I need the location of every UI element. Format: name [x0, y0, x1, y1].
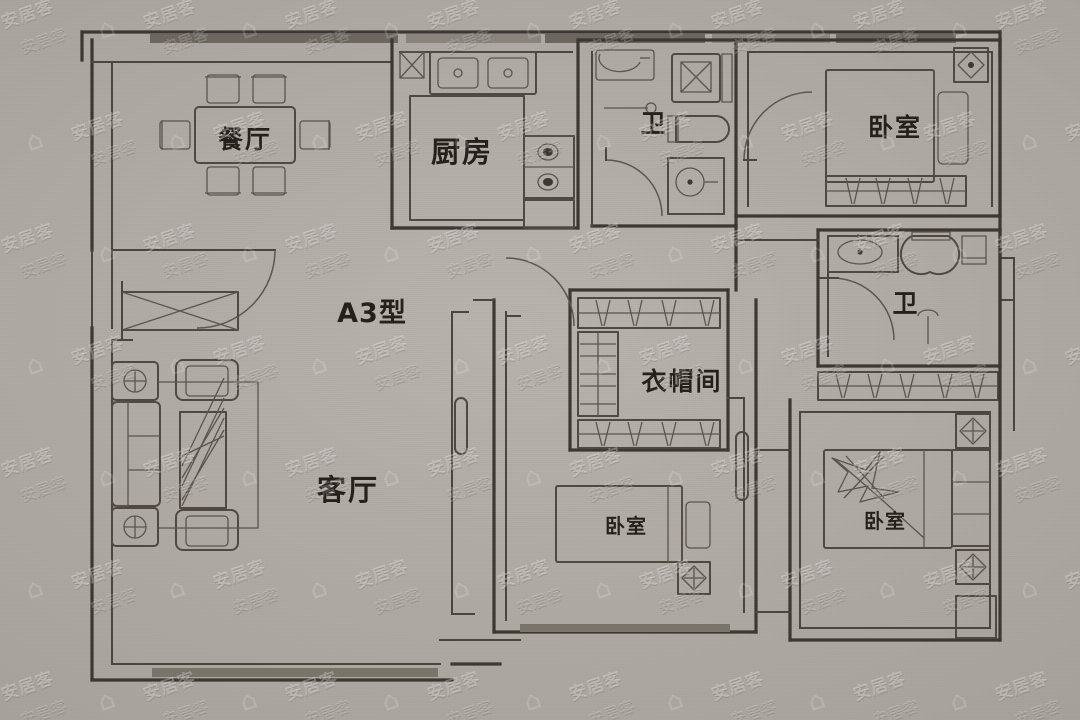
plan-title: A3型 — [337, 298, 407, 329]
room-label-dining: 餐厅 — [218, 125, 272, 154]
bedroom-bottom-mid-furniture — [520, 485, 730, 632]
room-dining — [90, 38, 393, 329]
room-label-bedroom-bottom-mid: 卧室 — [605, 514, 647, 538]
room-bathroom-upper — [576, 38, 738, 228]
room-label-walk-in-closet: 衣帽间 — [641, 367, 722, 396]
room-label-bedroom-bottom-right: 卧室 — [864, 509, 906, 533]
room-walk-in-closet — [568, 288, 730, 452]
living-furniture — [111, 359, 259, 551]
bedroom-top-right-furniture — [825, 47, 989, 207]
room-label-bathroom-upper: 卫 — [640, 109, 667, 138]
exterior-walls — [80, 30, 1002, 62]
room-label-bedroom-top-right: 卧室 — [868, 113, 922, 142]
interior-partition-walls — [390, 224, 819, 666]
room-label-bathroom-right: 卫 — [892, 289, 919, 318]
room-label-living: 客厅 — [317, 473, 379, 507]
room-living — [90, 281, 454, 682]
dining-table-set — [159, 74, 331, 196]
room-label-kitchen: 厨房 — [431, 135, 493, 169]
kitchen-fixtures — [399, 51, 575, 229]
bathroom-right-fixtures — [817, 231, 999, 401]
exterior-walls-right — [788, 38, 1015, 642]
bathroom-upper-fixtures — [595, 49, 733, 217]
bedroom-bottom-right-furniture — [823, 413, 997, 639]
